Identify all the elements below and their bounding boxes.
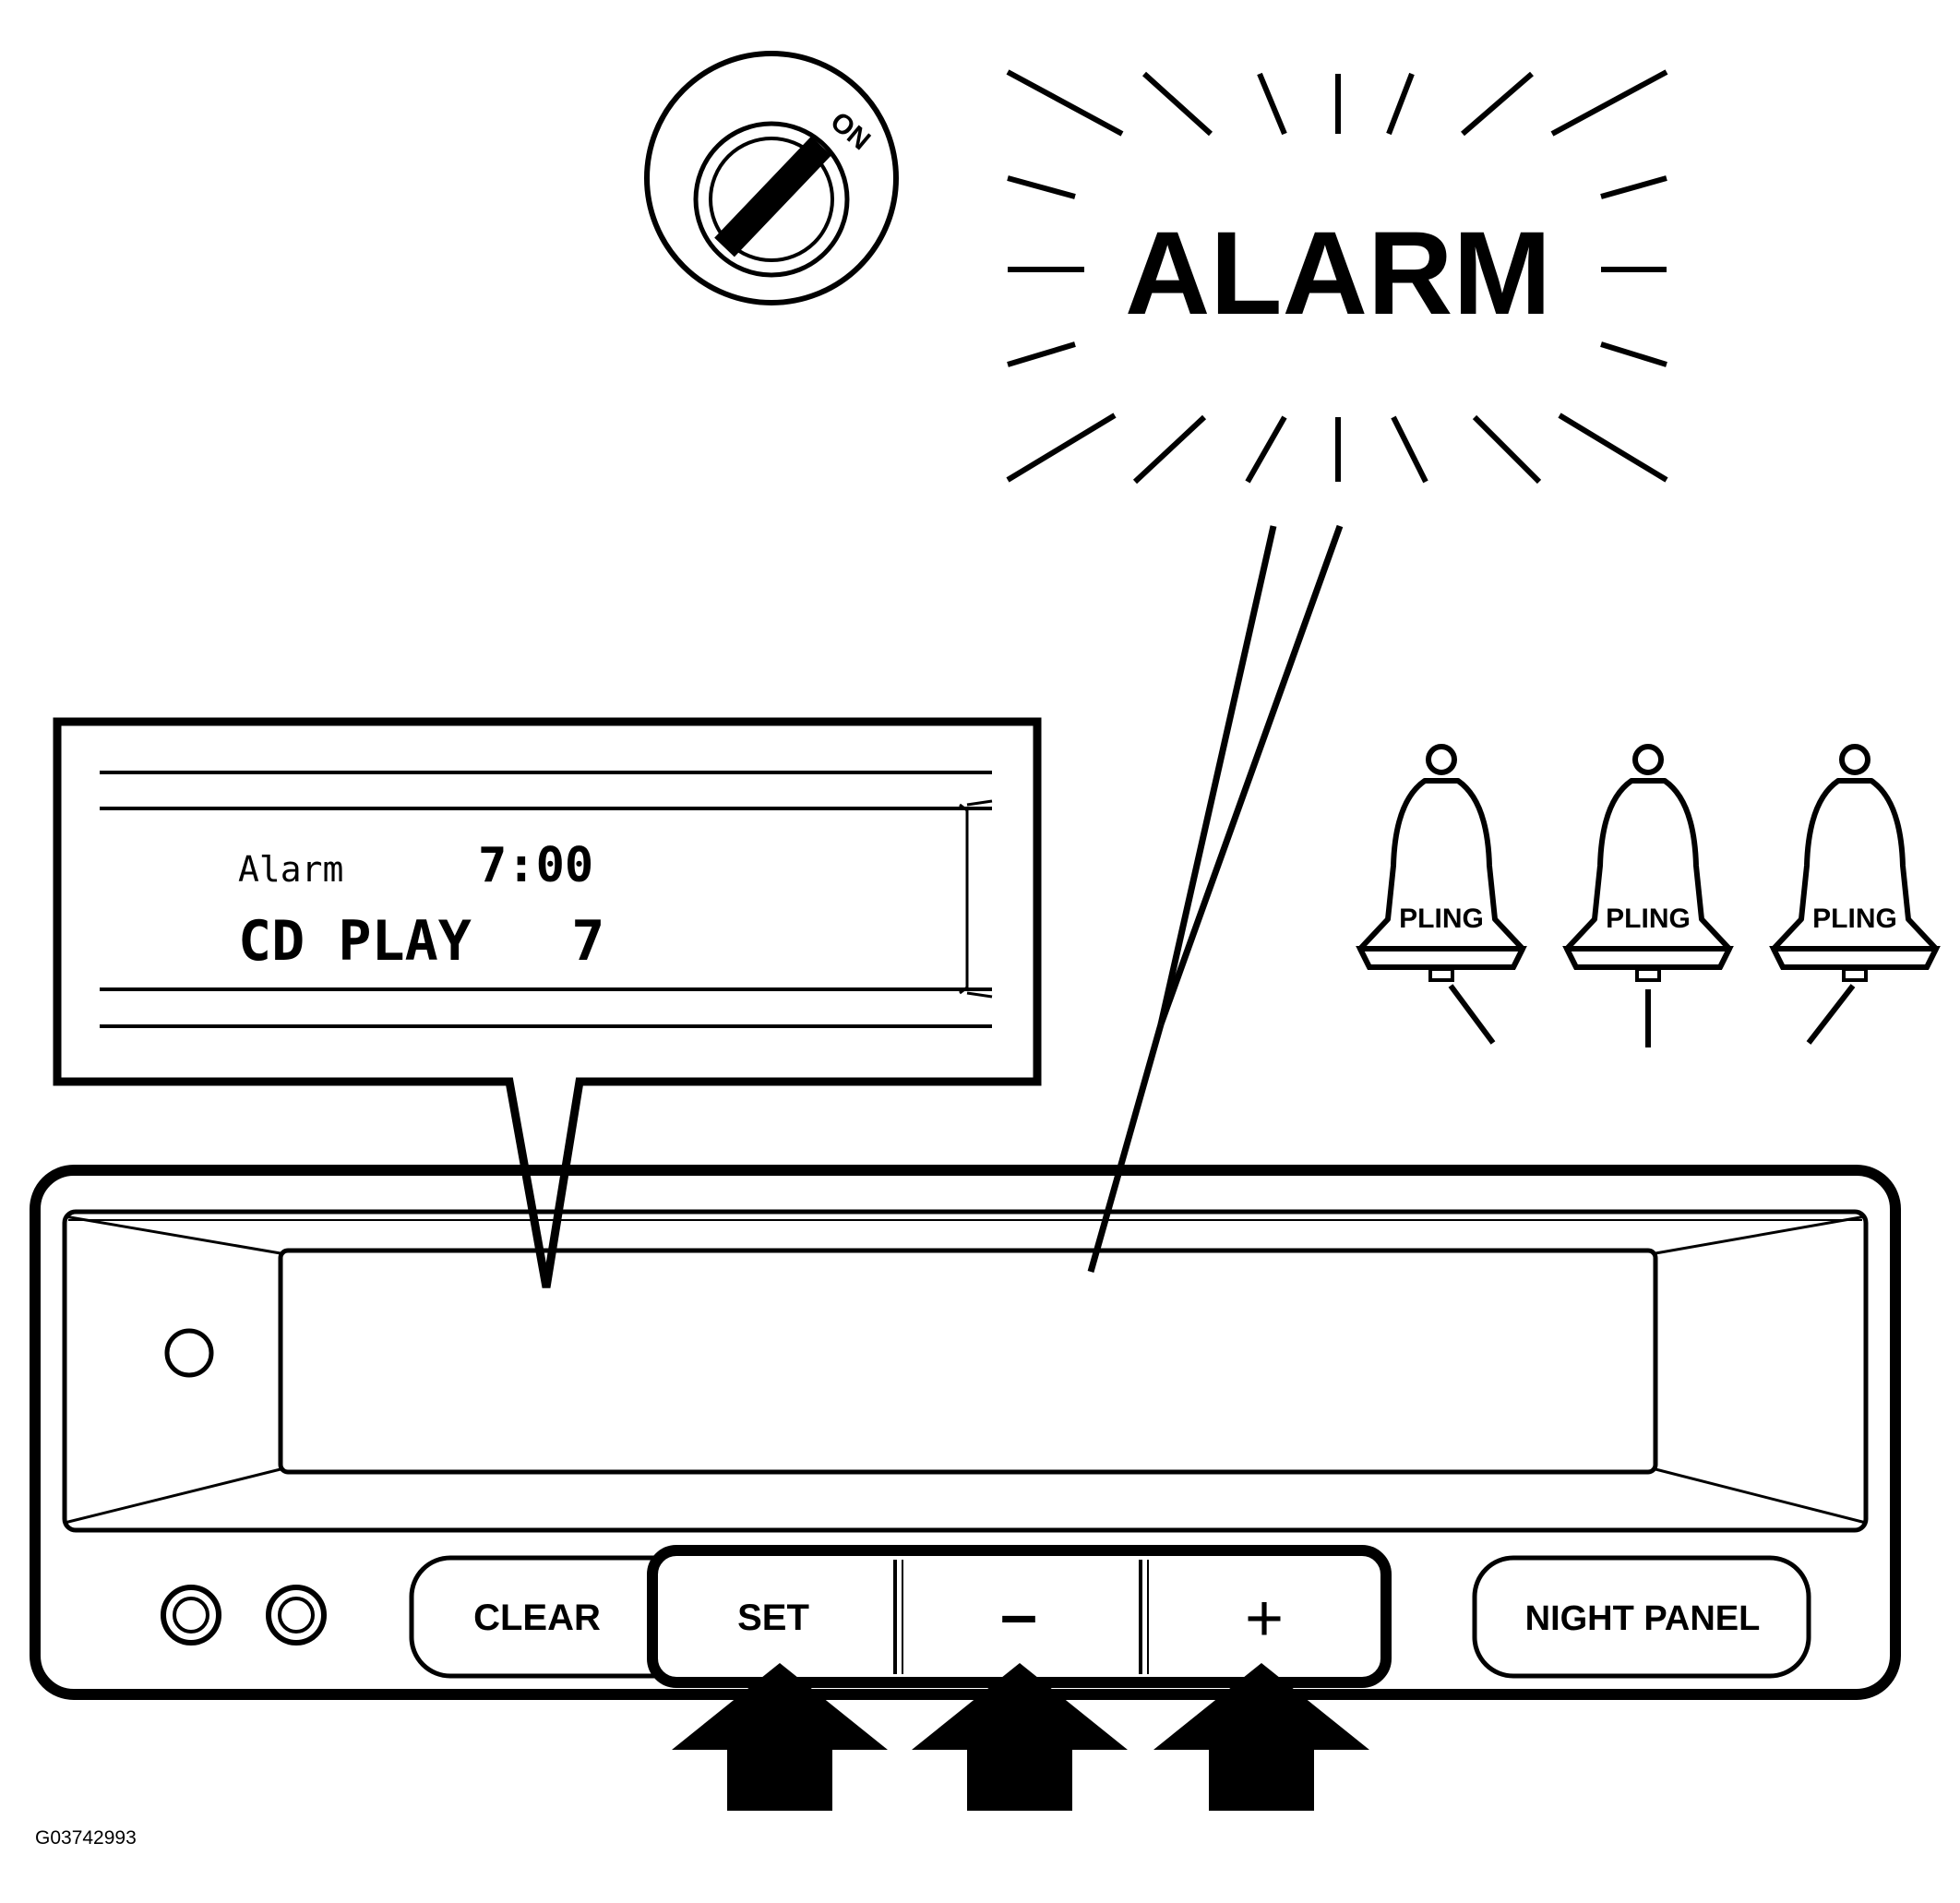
indicator-led-icon [164,1328,214,1378]
callout-alarm-label: Alarm [238,849,343,890]
callout-cd-play-line: CD PLAY 7 [238,909,604,974]
press-arrow-icon [912,1663,1128,1811]
bell-icon [1360,747,1523,980]
night-panel-button[interactable] [1472,1555,1811,1679]
night-panel-button-label: NIGHT PANEL [1525,1599,1761,1638]
bell-pling-text: PLING [1606,904,1691,934]
radio-unit [30,1165,1901,1700]
ignition-key-icon [644,51,899,305]
callout-alarm-time: 7:00 [478,838,593,893]
figure-reference-id: G03742993 [35,1827,137,1849]
alarm-banner-text: ALARM [1125,208,1551,340]
plus-button-label: + [1245,1582,1284,1656]
bell-pling-text: PLING [1812,904,1897,934]
minus-button-label: – [1000,1578,1037,1652]
knob-icon[interactable] [161,1585,221,1646]
press-arrow-icon [1153,1663,1369,1811]
alarm-pointer-line [1087,524,1344,1273]
set-button-label: SET [737,1598,809,1638]
display-callout [53,717,1042,1288]
bell-sound-line [1806,984,1856,1045]
bell-pling-text: PLING [1399,904,1484,934]
bell-icon [1567,747,1729,980]
ignition-on-label: ON [825,106,877,156]
knob-icon[interactable] [266,1585,327,1646]
bell-sound-line [1448,984,1496,1045]
bell-icon [1774,747,1936,980]
clear-button-label: CLEAR [473,1598,601,1638]
press-arrow-icon [672,1663,888,1811]
alarm-radiating-lines-icon [1006,69,1668,485]
